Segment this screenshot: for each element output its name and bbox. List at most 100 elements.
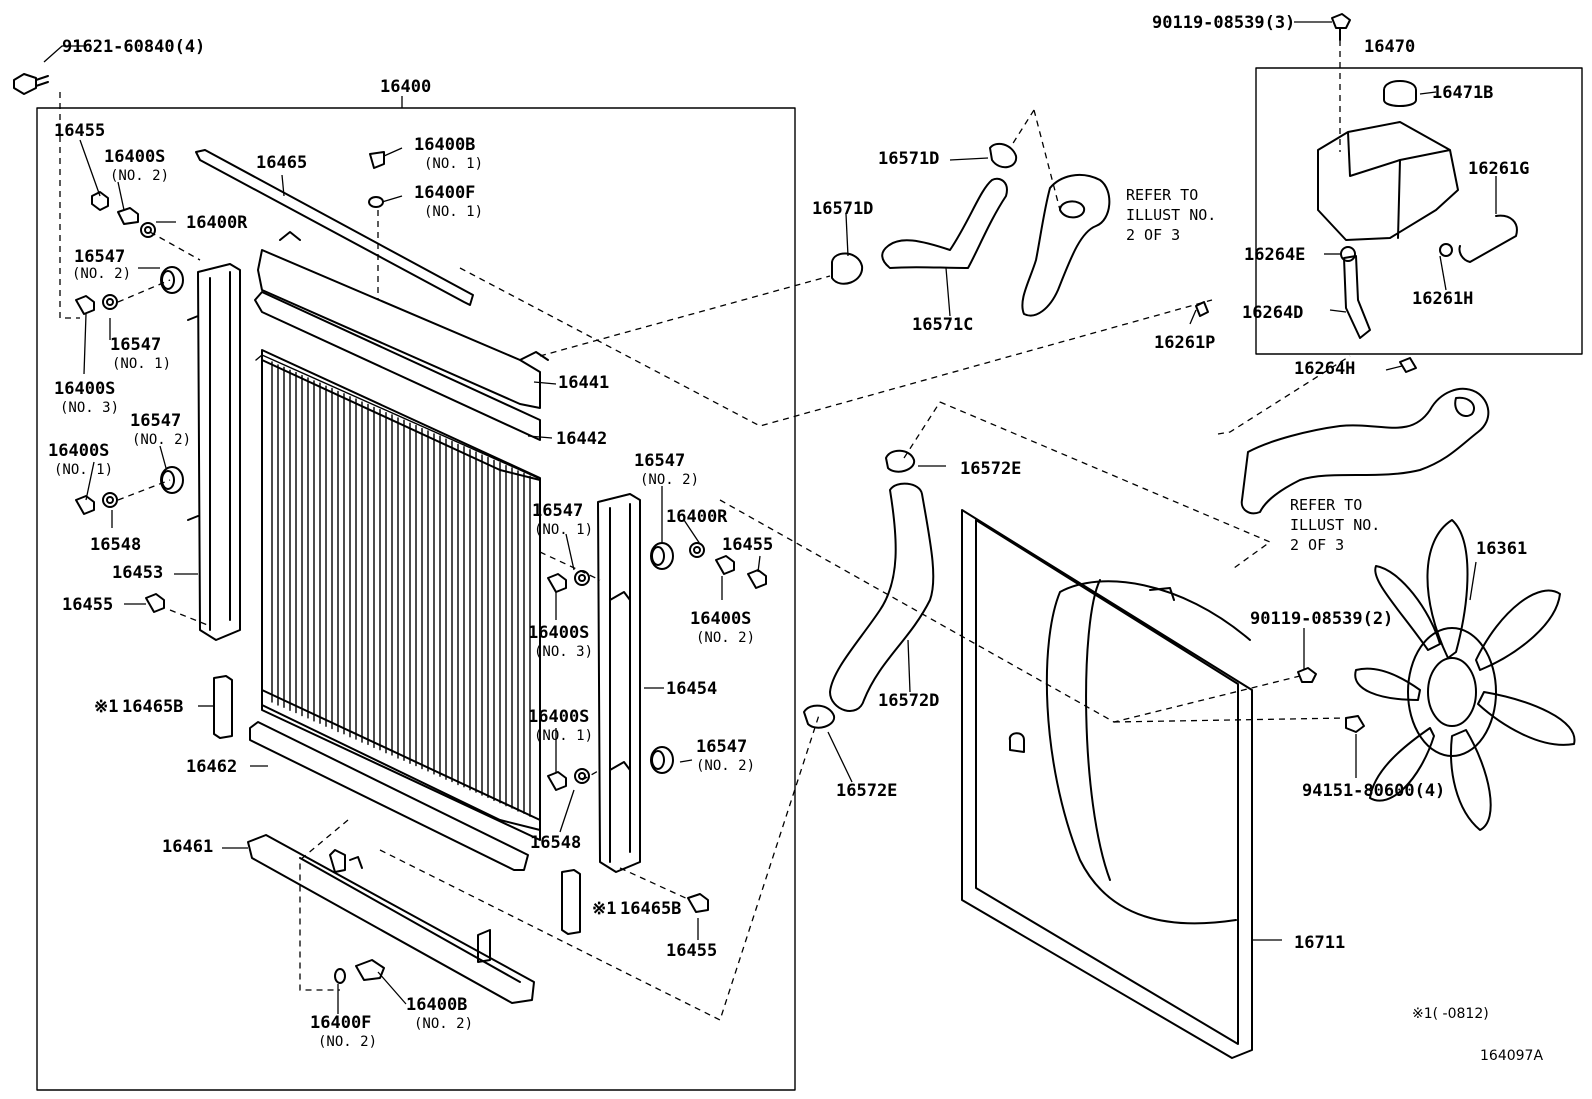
- label-90119-2: 90119-08539(2): [1250, 609, 1393, 629]
- water-pipe: [1240, 387, 1490, 515]
- label-16572e-a: 16572E: [960, 459, 1021, 479]
- label-16264d: 16264D: [1242, 303, 1303, 323]
- label-16400: 16400: [380, 77, 431, 97]
- clamp-16571d-a: [831, 252, 864, 285]
- radiator-fin: [355, 398, 363, 743]
- lower-tank-pipe: [477, 929, 491, 963]
- radiator-core: [255, 349, 541, 841]
- refer-note-1-line2: ILLUST NO.: [1126, 206, 1216, 224]
- label-16400s-no2-b: 16400S: [690, 609, 751, 629]
- radiator-fin: [523, 472, 531, 817]
- label-16547-e: 16547: [532, 501, 583, 521]
- label-16400s-no3-b-sub: (NO. 3): [534, 644, 593, 660]
- label-16400s-no2-a: 16400S: [104, 147, 165, 167]
- label-16471b: 16471B: [1432, 83, 1493, 103]
- label-16455-a: 16455: [54, 121, 105, 141]
- label-16400r-a: 16400R: [186, 213, 248, 233]
- radiator-fin: [379, 409, 387, 754]
- reservoir-tank: [1317, 121, 1459, 241]
- radiator-fin: [331, 387, 339, 733]
- label-16465b-a-mark: ※1: [94, 697, 118, 717]
- gasket-16462: [249, 721, 529, 871]
- label-16400b-no2-sub: (NO. 2): [414, 1016, 473, 1032]
- refer-note-1-line3: 2 OF 3: [1126, 226, 1180, 244]
- label-16548-a: 16548: [90, 535, 141, 555]
- label-90119-3: 90119-08539(3): [1152, 13, 1295, 33]
- label-16400f-no1: 16400F: [414, 183, 475, 203]
- label-16400s-no2-b-sub: (NO. 2): [696, 630, 755, 646]
- label-16400b-no1-sub: (NO. 1): [424, 156, 483, 172]
- label-16455-c: 16455: [722, 535, 773, 555]
- label-16465b-b: 16465B: [620, 899, 681, 919]
- label-16548-b: 16548: [530, 833, 581, 853]
- label-16455-d: 16455: [666, 941, 717, 961]
- hose-16571c: [881, 177, 1008, 269]
- label-16547-b: 16547: [110, 335, 161, 355]
- label-16400s-no3-b: 16400S: [528, 623, 589, 643]
- radiator-fin: [367, 403, 375, 749]
- label-16465b-a: 16465B: [122, 697, 183, 717]
- label-16547-a: 16547: [74, 247, 125, 267]
- label-16571c: 16571C: [912, 315, 973, 335]
- label-16547-e-sub: (NO. 1): [534, 522, 593, 538]
- clamp-16264e: [1340, 246, 1356, 262]
- leader-lines: [43, 21, 1497, 1014]
- label-16400s-no3-a: 16400S: [54, 379, 115, 399]
- label-16441: 16441: [558, 373, 609, 393]
- label-16264e: 16264E: [1244, 245, 1305, 265]
- label-16264h: 16264H: [1294, 359, 1355, 379]
- radiator-fin: [499, 462, 507, 807]
- radiator-fin: [451, 440, 459, 786]
- clamp-16261h: [1439, 243, 1453, 257]
- label-16547-f-sub: (NO. 2): [696, 758, 755, 774]
- label-16547-b-sub: (NO. 1): [112, 356, 171, 372]
- clamp-16572e-a: [885, 449, 916, 473]
- label-16470: 16470: [1364, 37, 1415, 57]
- radiator-group-frame: [36, 107, 796, 1091]
- radiator-fin: [319, 382, 327, 727]
- label-16547-d: 16547: [634, 451, 685, 471]
- radiator-fin: [511, 467, 519, 812]
- label-16572d: 16572D: [878, 691, 939, 711]
- label-16571d-b: 16571D: [812, 199, 873, 219]
- label-16400s-no1-a-sub: (NO. 1): [54, 462, 113, 478]
- label-16465b-b-mark: ※1: [592, 899, 616, 919]
- label-16261h: 16261H: [1412, 289, 1473, 309]
- fan-shroud-16711: [961, 509, 1253, 1059]
- clamp-16572e-b: [803, 704, 836, 729]
- label-16400s-no1-b-sub: (NO. 1): [534, 728, 593, 744]
- label-16400f-no2: 16400F: [310, 1013, 371, 1033]
- refer-note-2-line3: 2 OF 3: [1290, 536, 1344, 554]
- label-16547-d-sub: (NO. 2): [640, 472, 699, 488]
- lower-tank-16461: [247, 834, 535, 1004]
- radiator-fin: [271, 361, 279, 706]
- label-16400s-no1-b: 16400S: [528, 707, 589, 727]
- label-16461: 16461: [162, 837, 213, 857]
- hose-16261g: [1458, 214, 1518, 263]
- radiator-fin: [403, 419, 411, 764]
- cap-16471b: [1383, 80, 1417, 107]
- label-16547-f: 16547: [696, 737, 747, 757]
- label-16547-c: 16547: [130, 411, 181, 431]
- reservoir-group-frame: [1255, 67, 1583, 355]
- radiator-fin: [427, 430, 435, 775]
- label-16361: 16361: [1476, 539, 1527, 559]
- radiator-fin: [463, 446, 471, 791]
- lower-tank-port: [329, 849, 363, 873]
- radiator-fin: [475, 451, 483, 796]
- footnote: ※1( -0812): [1412, 1006, 1489, 1022]
- upper-tank-16441: [257, 231, 549, 409]
- label-16453: 16453: [112, 563, 163, 583]
- label-16261g: 16261G: [1468, 159, 1529, 179]
- clip-16264h: [1399, 357, 1417, 373]
- radiator-fin: [283, 366, 291, 711]
- label-16400f-no2-sub: (NO. 2): [318, 1034, 377, 1050]
- label-16465: 16465: [256, 153, 307, 173]
- side-support-16453: [187, 263, 241, 641]
- label-16400b-no1: 16400B: [414, 135, 475, 155]
- refer-note-2-line1: REFER TO: [1290, 496, 1362, 514]
- radiator-fin: [487, 456, 495, 802]
- label-16455-b: 16455: [62, 595, 113, 615]
- side-support-16454: [597, 493, 641, 873]
